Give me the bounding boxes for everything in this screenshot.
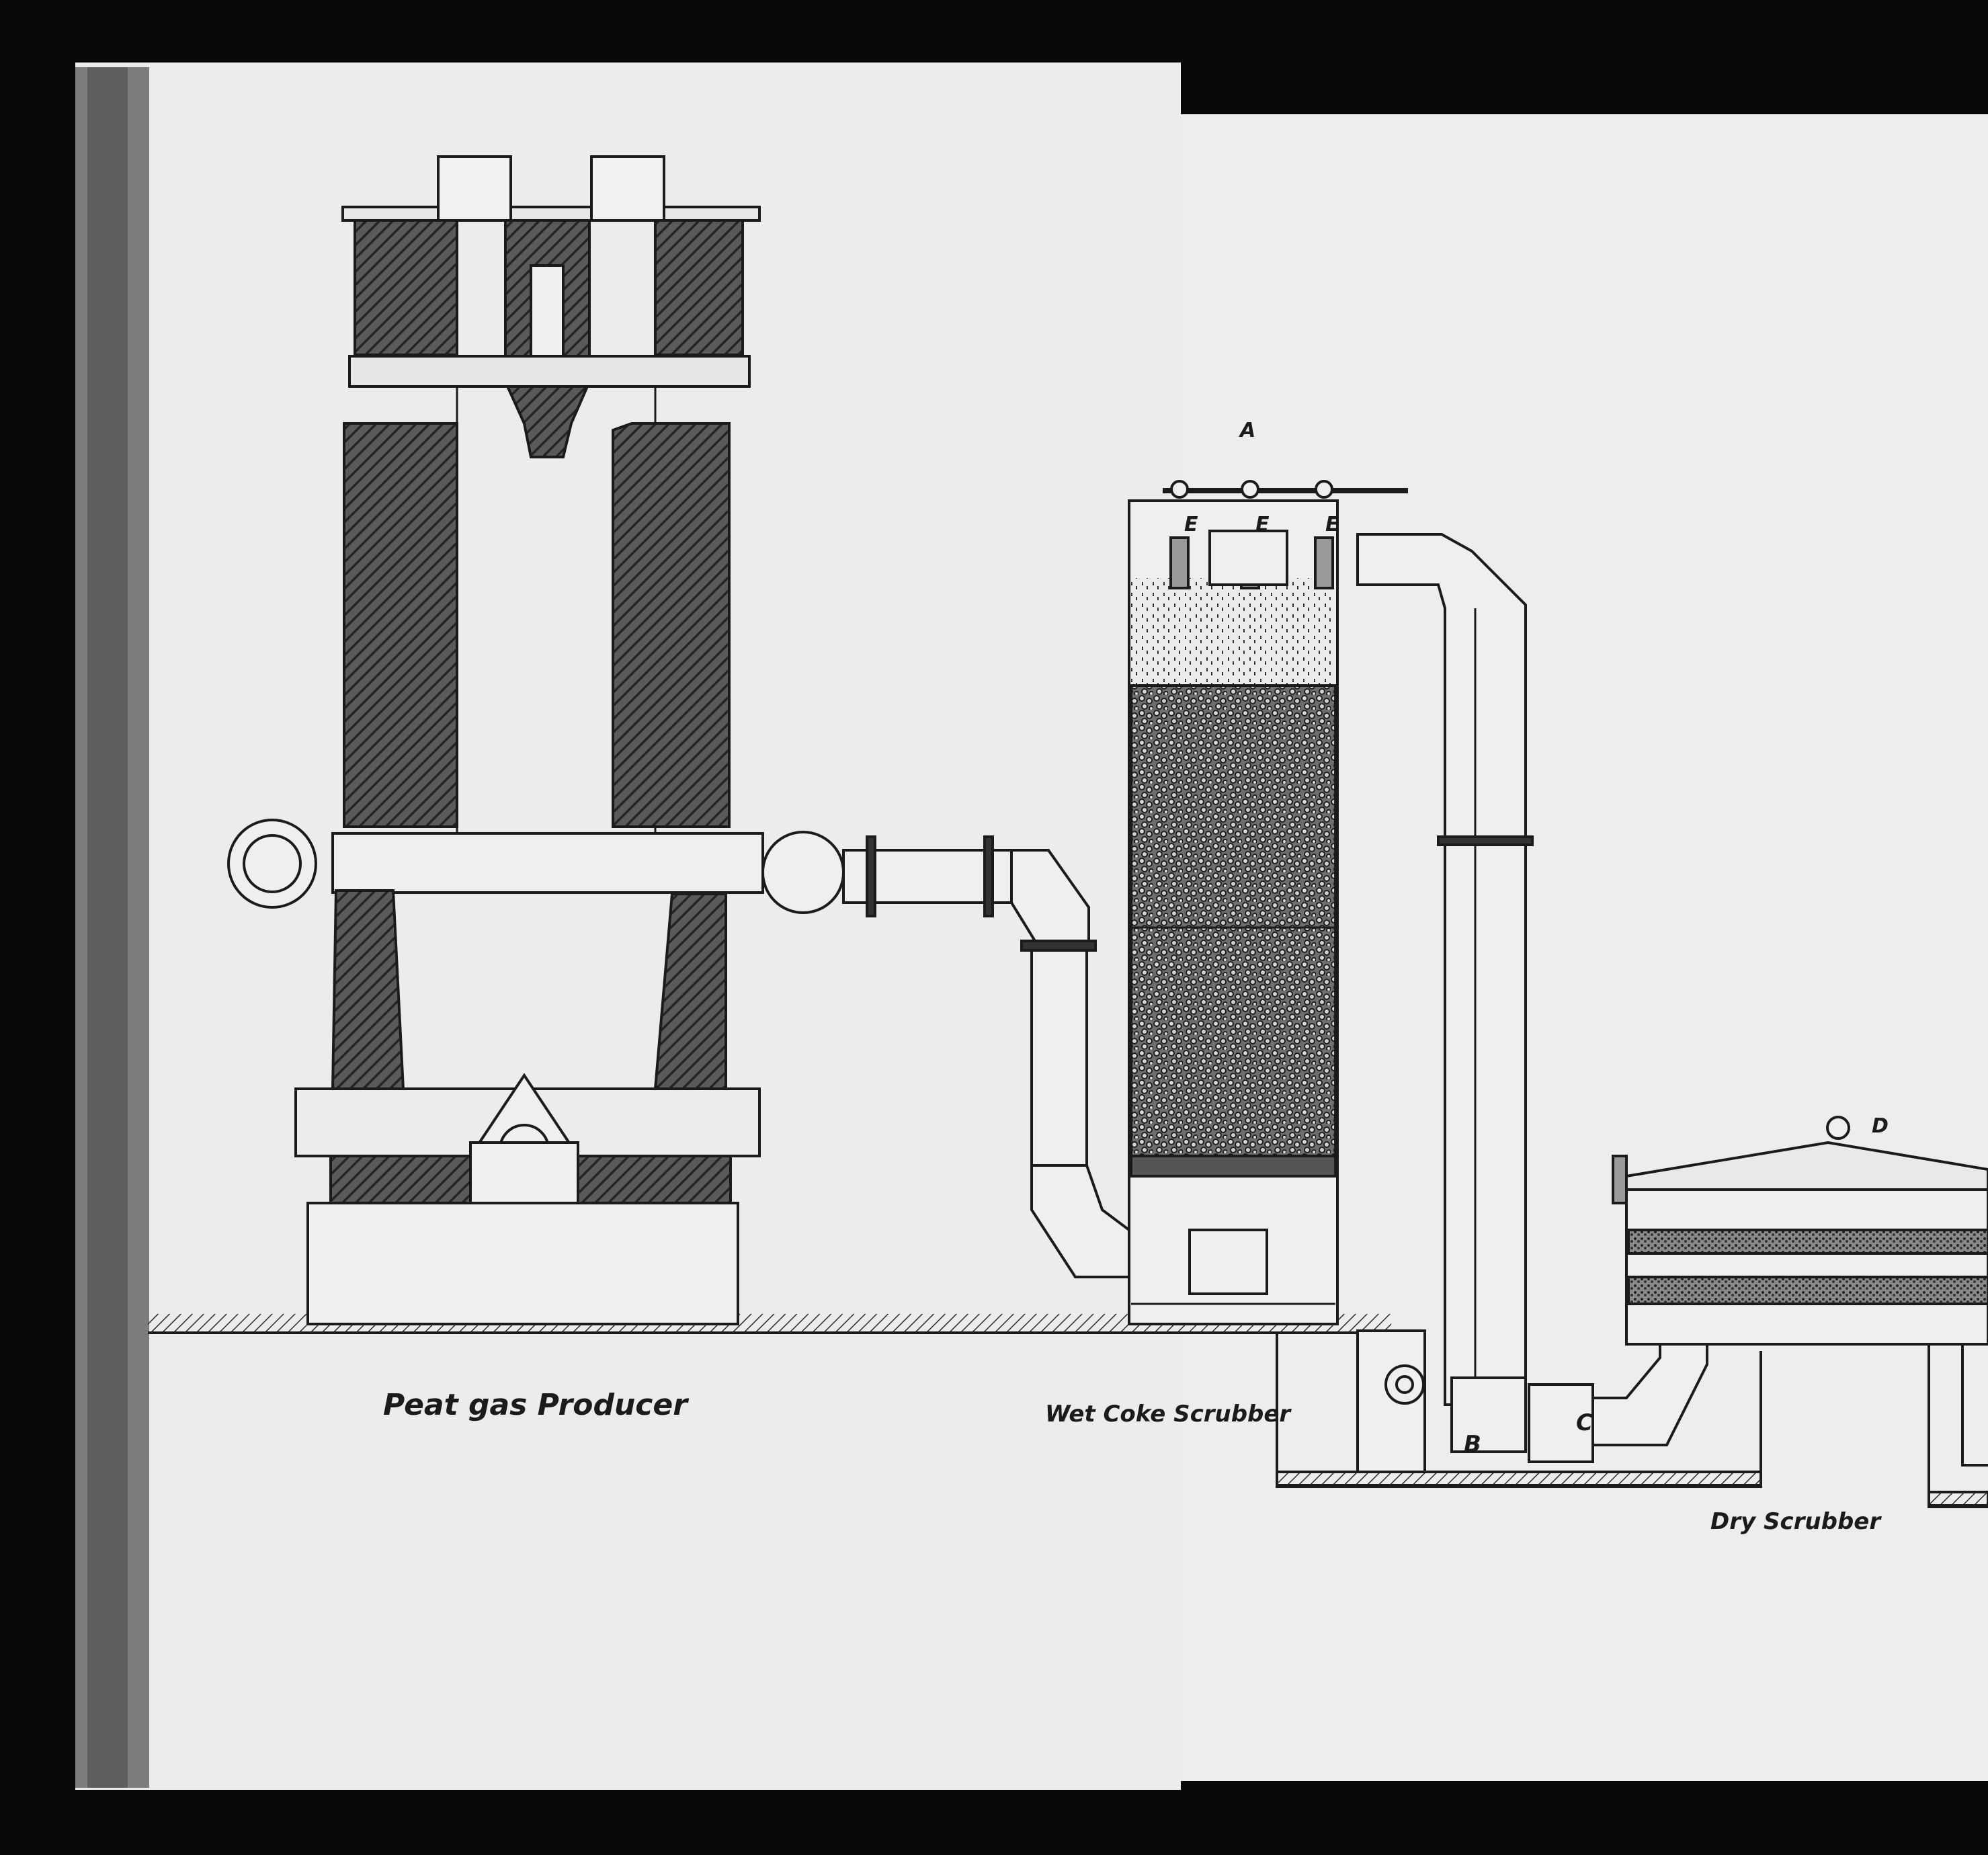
pump-unit bbox=[1356, 1329, 1426, 1473]
letter-b: B bbox=[1464, 1431, 1481, 1458]
gas-pipe-1 bbox=[842, 835, 1130, 1278]
paper-sheet bbox=[75, 63, 1988, 1790]
label-dry-scrubber: Dry Scrubber bbox=[1710, 1508, 1882, 1535]
letter-e-2: E bbox=[1255, 513, 1270, 536]
peat-gas-producer bbox=[227, 155, 845, 1325]
letter-c: C bbox=[1576, 1409, 1593, 1436]
label-peat-gas-producer: Peat gas Producer bbox=[383, 1388, 689, 1422]
dry-scrubber bbox=[1612, 1116, 1988, 1467]
wet-coke-scrubber bbox=[1128, 480, 1408, 1325]
foundation-pits bbox=[1276, 1333, 1988, 1508]
letter-d: D bbox=[1872, 1114, 1889, 1138]
letter-e-3: E bbox=[1325, 513, 1339, 536]
letter-e-1: E bbox=[1184, 513, 1198, 536]
letter-a: A bbox=[1239, 419, 1255, 442]
label-wet-coke-scrubber: Wet Coke Scrubber bbox=[1045, 1401, 1292, 1428]
